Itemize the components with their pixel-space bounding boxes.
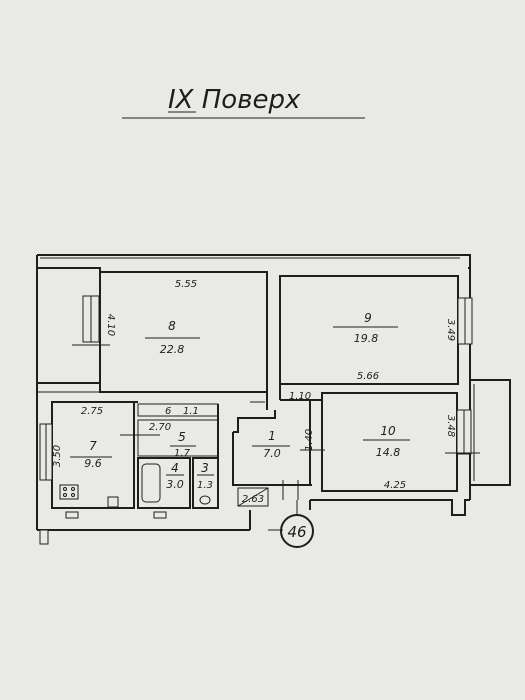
- room-4-number: 4: [171, 461, 179, 475]
- stove-icon: [59, 484, 79, 500]
- room-8-area: 22.8: [160, 343, 185, 356]
- room-10-number: 10: [380, 424, 396, 438]
- room-7: 7 9.6: [51, 401, 135, 509]
- dim-room-7-width: 2.75: [81, 406, 103, 417]
- dim-room-8-depth: 4.10: [105, 314, 116, 336]
- room-3: 3 1.3: [192, 457, 219, 509]
- dim-room-10-depth: 3.48: [445, 415, 456, 437]
- toilet-icon: [199, 495, 211, 505]
- apartment-number: 46: [287, 523, 306, 541]
- room-5-area: 1.7: [174, 448, 191, 459]
- dim-corridor-width: 2.70: [149, 422, 171, 433]
- room-9-area: 19.8: [354, 332, 379, 345]
- plan-title: IX Поверх: [168, 85, 301, 115]
- room-9: 9 19.8: [279, 275, 459, 385]
- dim-hall-depth: 1.40: [304, 429, 315, 451]
- dimension-labels: 5.55 4.10 3.49 5.66 2.75 2.70 3.50 1.10 …: [52, 279, 456, 505]
- room-9-number: 9: [364, 311, 372, 325]
- room-6-area: 1.1: [183, 406, 199, 417]
- room-4-area: 3.0: [166, 478, 184, 491]
- room-3-number: 3: [201, 461, 209, 475]
- bathtub-icon: [141, 463, 161, 503]
- stair-mark: [39, 529, 49, 545]
- partitions: [120, 384, 325, 508]
- dim-hall-width: 1.10: [289, 391, 311, 402]
- vent-2: [153, 511, 167, 519]
- room-1: 1 7.0: [232, 400, 312, 507]
- room-8-number: 8: [168, 319, 176, 333]
- room-5-number: 5: [178, 430, 186, 444]
- windows: [39, 295, 480, 545]
- vent-1: [65, 511, 79, 519]
- room-1-area: 7.0: [263, 447, 281, 460]
- room-10: 10 14.8: [321, 392, 458, 492]
- room-6: 6 1.1: [137, 403, 219, 417]
- sink-icon: [107, 496, 119, 508]
- dim-room-9-depth: 3.49: [445, 319, 456, 341]
- room-6-number: 6: [165, 406, 171, 417]
- dim-room-10-width: 4.25: [384, 480, 406, 491]
- dim-room-9-width: 5.66: [357, 371, 379, 382]
- room-8: 8 22.8: [99, 271, 268, 393]
- dim-room-7-depth: 3.50: [52, 445, 63, 467]
- balcony: [470, 379, 511, 486]
- room-7-area: 9.6: [84, 457, 102, 470]
- apartment-number-badge: 46: [268, 500, 314, 548]
- room-4: 4 3.0: [137, 457, 191, 509]
- room-7-number: 7: [89, 439, 97, 453]
- dim-closet: 2.63: [242, 494, 264, 505]
- outer-walls: [36, 254, 471, 531]
- closet: [237, 487, 269, 507]
- dim-room-8-width: 5.55: [175, 279, 197, 290]
- room-1-number: 1: [268, 429, 276, 443]
- room-10-area: 14.8: [376, 446, 401, 459]
- room-3-area: 1.3: [197, 480, 213, 491]
